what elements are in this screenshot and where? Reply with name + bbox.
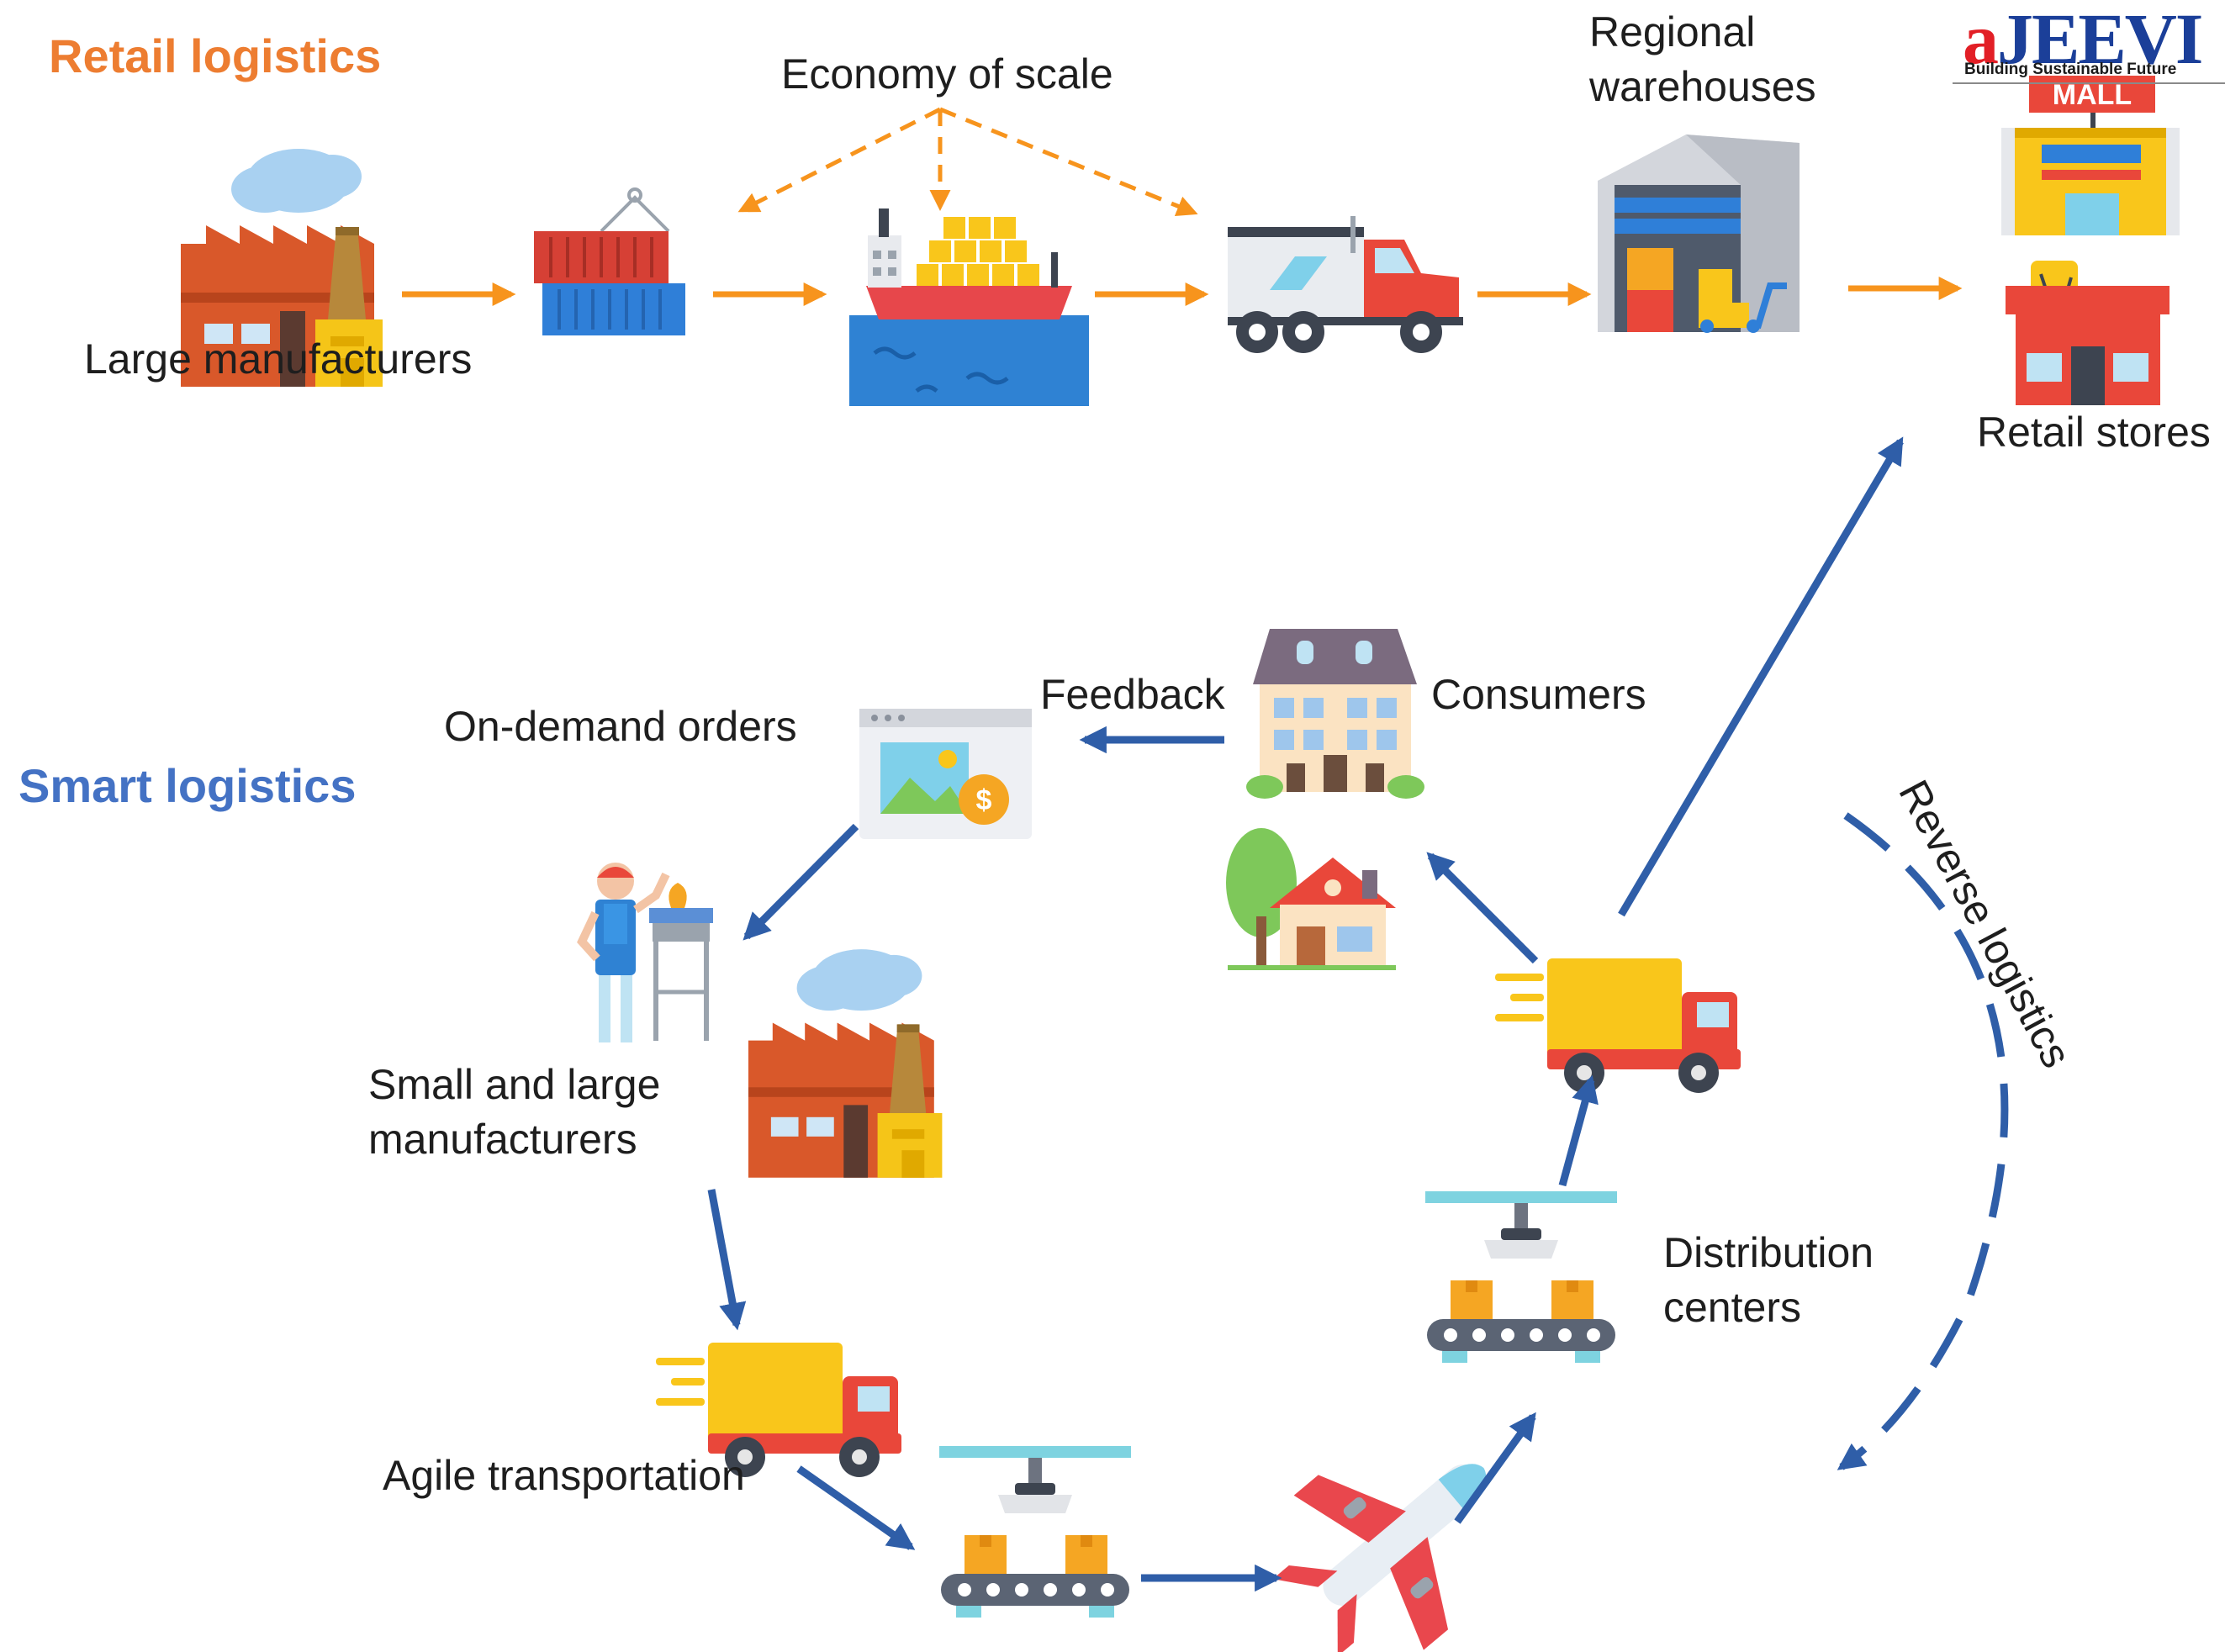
ajeevi-logo: aJEEVI Building Sustainable Future — [1953, 0, 2225, 91]
house-icon — [1226, 828, 1396, 970]
logo-mark-rest: JEEVI — [1997, 0, 2203, 79]
economy-of-scale-arrows — [737, 107, 1198, 217]
arrow-truck-to-retail — [1618, 436, 1904, 917]
small-large-line2: manufacturers — [368, 1116, 637, 1163]
reverse-logistics-label: Reverse logistics — [1889, 773, 2080, 1075]
svg-text:$: $ — [976, 784, 992, 816]
consumers-label: Consumers — [1431, 671, 1646, 718]
smart-logistics-heading: Smart logistics — [18, 759, 357, 812]
logo-mark-a: a — [1963, 0, 1999, 79]
factory-icon — [748, 949, 943, 1178]
regional-warehouses-label: Regional warehouses — [1589, 5, 1816, 114]
retail-logistics-heading: Retail logistics — [49, 29, 382, 82]
arrow-manufacturers-to-transport — [707, 1189, 747, 1331]
logo-mark: aJEEVI — [1963, 0, 2203, 81]
logo-divider — [1953, 82, 2225, 84]
logo-tagline: Building Sustainable Future — [1964, 61, 2177, 78]
regional-line2: warehouses — [1589, 63, 1816, 110]
retail-flow-arrows — [402, 277, 1963, 306]
feedback-label: Feedback — [1040, 671, 1225, 718]
craftsman-icon — [577, 863, 713, 1042]
small-large-manufacturers-label: Small and large manufacturers — [368, 1058, 660, 1167]
conveyor-icon — [939, 1446, 1131, 1618]
conveyor-icon — [1425, 1191, 1617, 1363]
store-icon — [2006, 261, 2170, 405]
small-large-line1: Small and large — [368, 1061, 661, 1108]
arrow-plane-to-distribution — [1454, 1412, 1536, 1524]
mall-sign: MALL — [2053, 79, 2132, 111]
distribution-line2: centers — [1663, 1284, 1801, 1331]
on-demand-orders-label: On-demand orders — [444, 703, 797, 750]
delivery-truck-icon — [1495, 958, 1741, 1093]
arrow-truck-to-consumers — [1426, 852, 1539, 964]
arrow-transport-to-conveyor — [796, 1465, 916, 1550]
arrow-distribution-to-truck — [1558, 1074, 1599, 1187]
airplane-icon — [1272, 1464, 1487, 1652]
regional-line1: Regional — [1589, 8, 1756, 55]
apartment-icon — [1246, 629, 1424, 799]
mall-icon: MALL — [2001, 76, 2180, 235]
warehouse-icon — [1598, 135, 1800, 333]
arrow-orders-to-manufacturers — [743, 823, 859, 941]
smart-flow-arrows — [707, 436, 1904, 1592]
semi-truck-icon — [1228, 216, 1463, 353]
distribution-line1: Distribution — [1663, 1229, 1874, 1276]
online-order-icon: $ — [859, 709, 1032, 839]
cargo-ship-icon — [849, 208, 1089, 406]
large-manufacturers-label: Large manufacturers — [84, 335, 473, 383]
retail-stores-label: Retail stores — [1977, 409, 2211, 456]
agile-transportation-label: Agile transportation — [383, 1452, 745, 1499]
reverse-logistics-arc — [1837, 812, 2009, 1470]
container-icon — [534, 187, 685, 335]
economy-of-scale-label: Economy of scale — [781, 50, 1113, 98]
distribution-centers-label: Distribution centers — [1663, 1226, 1874, 1335]
